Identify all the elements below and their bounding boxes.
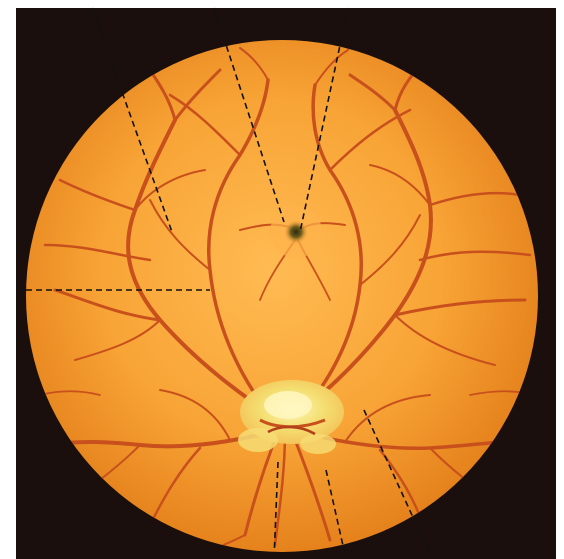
optic-disc — [238, 380, 344, 454]
fovea — [284, 220, 308, 244]
